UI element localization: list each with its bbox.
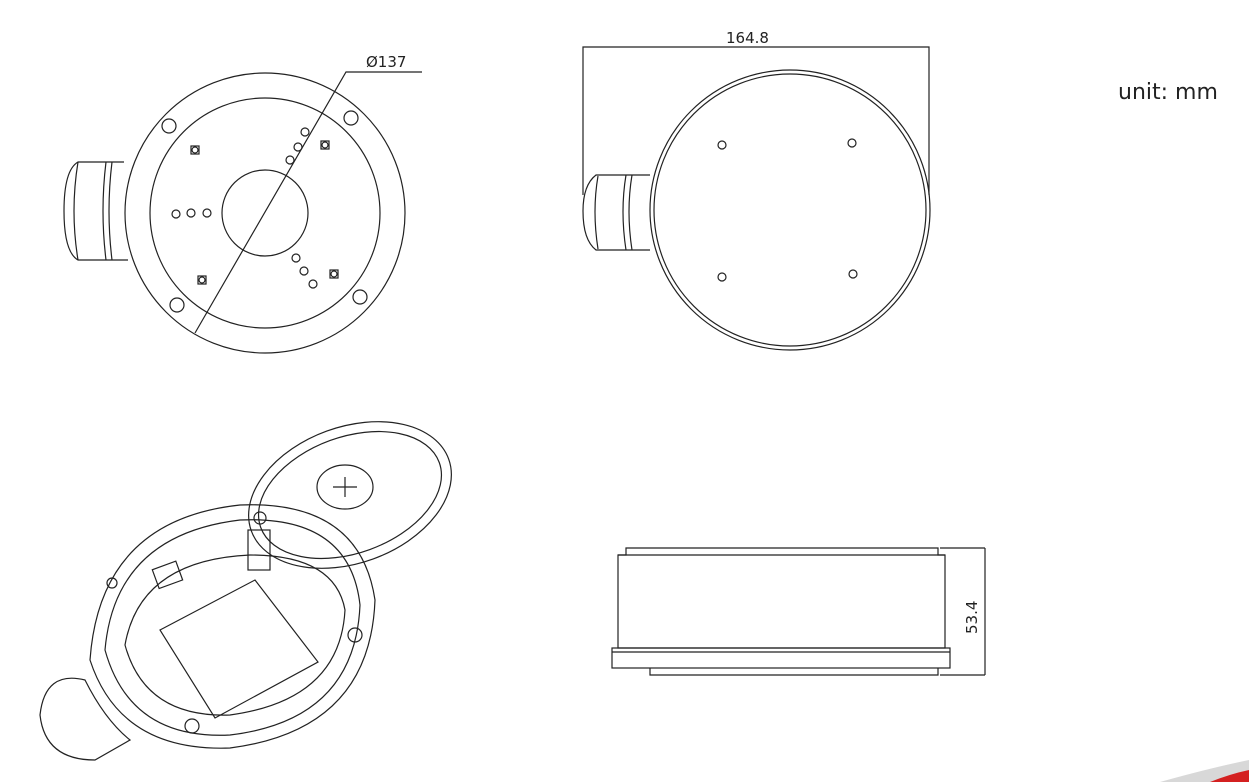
diameter-label: Ø137: [366, 53, 406, 71]
bottom-view: 164.8: [582, 29, 931, 351]
center-hole: [221, 169, 309, 257]
outer-rim: [124, 72, 406, 354]
unit-label: unit: mm: [1118, 80, 1218, 105]
side-view: 53.4: [611, 547, 986, 676]
box-body: [89, 504, 376, 749]
diameter-leader: [194, 71, 422, 334]
brand-swoosh-red: [1210, 770, 1249, 782]
height-label: 53.4: [963, 601, 981, 634]
cable-gland: [582, 174, 650, 251]
height-dimension: [940, 547, 986, 676]
cable-gland: [63, 161, 128, 261]
cable-gland: [39, 677, 132, 761]
width-label: 164.8: [726, 29, 769, 47]
top-view: Ø137: [63, 53, 422, 354]
width-dimension: [582, 46, 930, 195]
isometric-view: [39, 421, 452, 761]
lid: [248, 421, 452, 569]
